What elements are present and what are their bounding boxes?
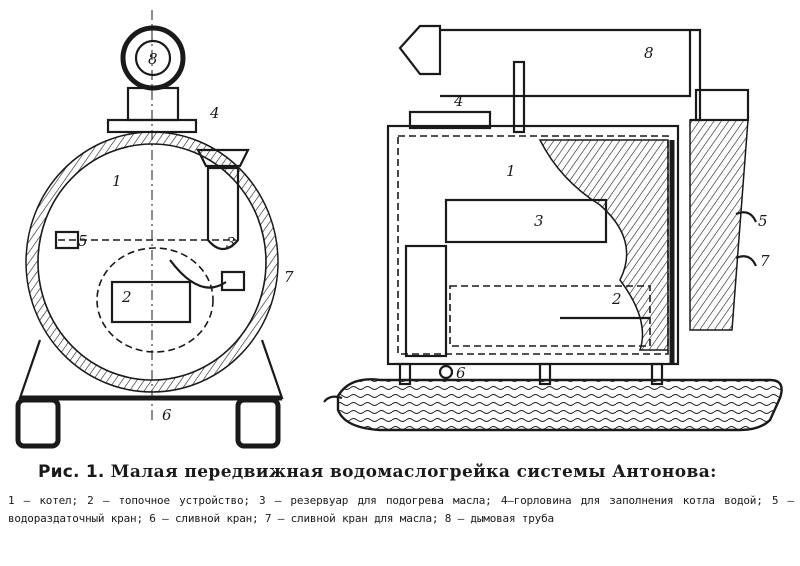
chimney-neck [126, 86, 180, 122]
water-tap-side [735, 211, 758, 223]
boiler-body [386, 124, 680, 366]
label-right-1: 1 [506, 162, 516, 180]
label-left-2: 2 [121, 288, 132, 306]
label-left-6: 6 [162, 406, 172, 424]
label-left-4: 4 [209, 104, 220, 122]
water-tap [54, 230, 80, 250]
drain-tap [438, 364, 454, 380]
right-wheel [235, 397, 281, 449]
cutaway-section [538, 139, 669, 351]
chimney-pipe [440, 28, 692, 98]
label-right-6: 6 [456, 364, 466, 382]
oil-reservoir [444, 198, 608, 244]
caption-title: Рис. 1. Малая передвижная водомаслогрейк… [38, 462, 717, 482]
firebox [449, 285, 651, 347]
label-left-1: 1 [112, 172, 122, 190]
label-right-8: 8 [644, 44, 654, 62]
oil-tap-side [735, 255, 758, 267]
label-right-7: 7 [760, 252, 770, 270]
oil-drain-tap [220, 270, 246, 292]
sled-runner [336, 378, 783, 432]
figure-title: Малая передвижная водомаслогрейка систем… [110, 462, 717, 482]
boiler-drawing: 8 4 1 3 5 2 7 6 8 4 1 3 5 7 2 6 [15, 10, 783, 449]
label-right-5: 5 [758, 212, 768, 230]
label-left-3: 3 [226, 234, 236, 252]
caption-legend: 1 — котел; 2 — топочное устройство; 3 — … [8, 494, 794, 525]
oil-reservoir-tube [206, 166, 240, 251]
side-view [323, 24, 783, 432]
firebox-outline [96, 247, 214, 353]
label-left-7: 7 [284, 268, 294, 286]
label-left-8: 8 [148, 50, 158, 68]
filler-neck [408, 110, 492, 130]
part-labels: 8 4 1 3 5 2 7 6 8 4 1 3 5 7 2 6 [78, 44, 770, 424]
rear-casing [689, 119, 749, 331]
label-right-3: 3 [534, 212, 544, 230]
end-view [15, 10, 284, 449]
figure-number: Рис. 1. [38, 462, 105, 482]
chimney-cap [398, 24, 442, 76]
left-wheel [15, 397, 61, 449]
label-right-2: 2 [611, 290, 622, 308]
firebox-door [110, 280, 192, 324]
label-left-5: 5 [78, 232, 88, 250]
label-right-4: 4 [453, 92, 464, 110]
